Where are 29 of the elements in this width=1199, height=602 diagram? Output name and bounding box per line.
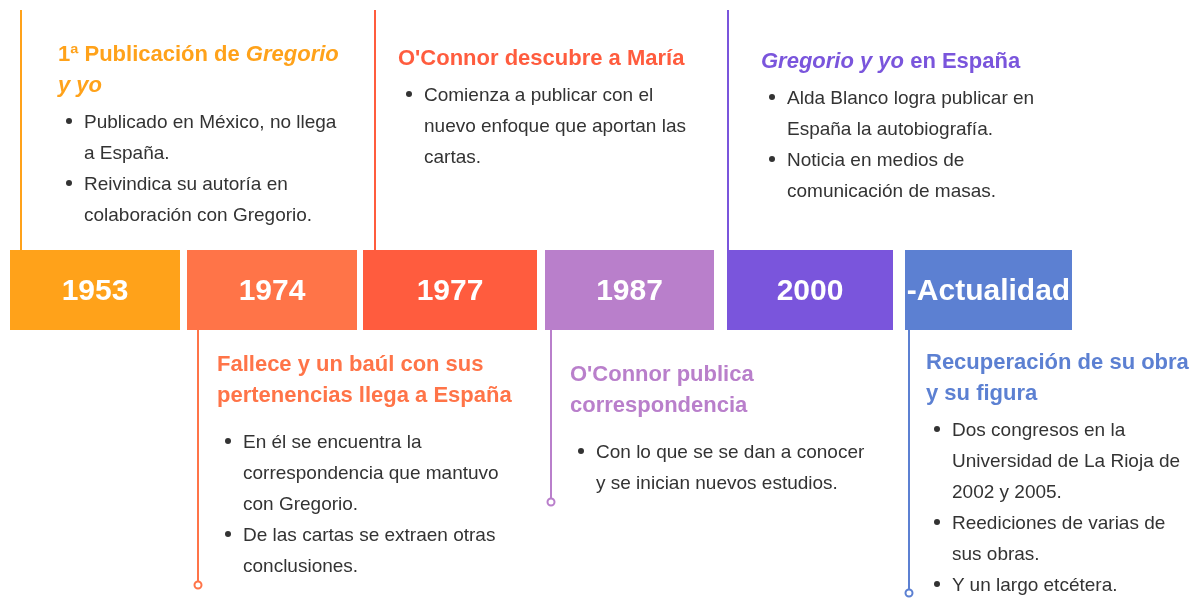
year-bar: 1974 — [187, 250, 357, 330]
connector-line — [727, 9, 729, 251]
event-heading: Recuperación de su obra y su figura — [926, 348, 1190, 407]
bullet-text: Comienza a publicar con el nuevo enfoque que aportan las cartas. — [424, 84, 686, 167]
bullet-text: Y un largo etcétera. — [952, 574, 1118, 595]
year-bar: -Actualidad — [905, 250, 1072, 330]
bullet-text: En él se encuentra la correspondencia que mantuvo con Gregorio. — [243, 431, 499, 514]
connector-line — [20, 9, 22, 251]
bullet-text: Noticia en medios de comunicación de masas. — [787, 149, 997, 201]
connector-line — [904, 329, 914, 598]
connector-line — [546, 329, 556, 507]
event-heading: Gregorio y yo en España — [761, 47, 1022, 75]
bullet-text: Alda Blanco logra publicar en España la autobiografía. — [787, 87, 1035, 139]
bullet-text: De las cartas se extraen otras conclusiones. — [243, 524, 496, 576]
year-bar: 1977 — [363, 250, 537, 330]
bullet-text: Dos congresos en la Universidad de La Rioja de 2002 y 2005. — [952, 419, 1181, 502]
year-bar: 1953 — [10, 250, 180, 330]
connector-line — [193, 329, 203, 590]
event-heading: O'Connor descubre a María — [398, 44, 686, 72]
bullet-text: Con lo que se se dan a conocer y se inician nuevos estudios. — [596, 441, 865, 493]
year-bar: 1987 — [545, 250, 714, 330]
bullet-text: Reediciones de varias de sus obras. — [952, 512, 1166, 564]
event-heading: 1ª Publicación de Gregorio y yo — [58, 40, 340, 99]
year-bar: 2000 — [727, 250, 893, 330]
event-heading: Fallece y un baúl con sus pertenencias llega a España — [217, 350, 513, 409]
connector-line — [374, 9, 376, 251]
bullet-text: Publicado en México, no llega a España. — [84, 111, 337, 163]
bullet-text: Reivindica su autoría en colaboración con Gregorio. — [84, 173, 313, 225]
event-heading: O'Connor publica correspondencia — [570, 360, 755, 419]
